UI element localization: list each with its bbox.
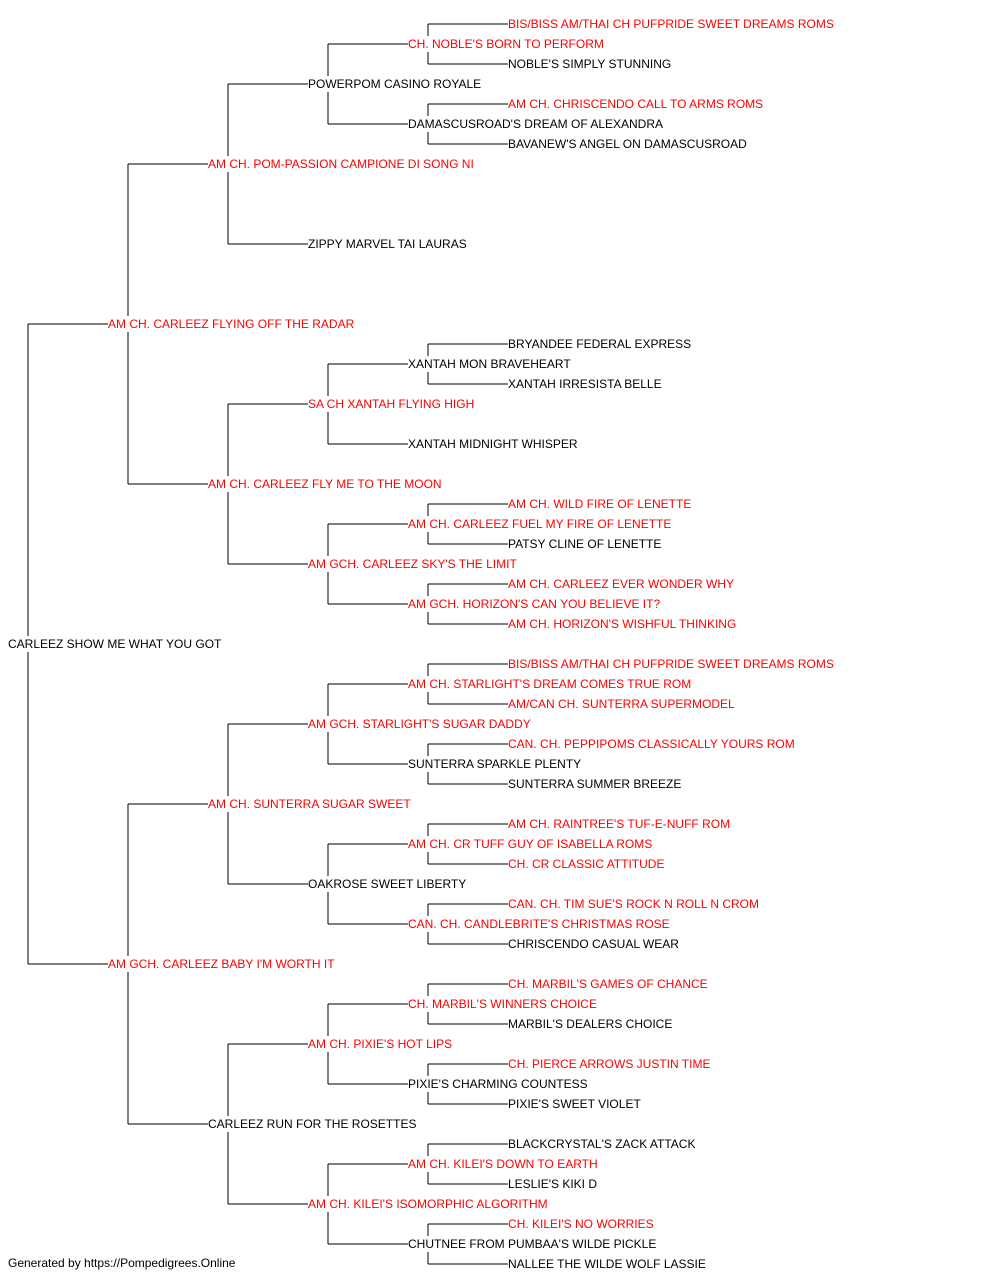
- pedigree-name-gen5: AM CH. HORIZON'S WISHFUL THINKING: [508, 617, 736, 631]
- pedigree-name-gen5: SUNTERRA SUMMER BREEZE: [508, 777, 681, 791]
- pedigree-name-gen5: AM CH. RAINTREE'S TUF-E-NUFF ROM: [508, 817, 730, 831]
- pedigree-name-gen5: CAN. CH. TIM SUE'S ROCK N ROLL N CROM: [508, 897, 759, 911]
- pedigree-name-gen4: XANTAH MIDNIGHT WHISPER: [408, 437, 578, 451]
- pedigree-name-gen4: AM GCH. HORIZON'S CAN YOU BELIEVE IT?: [408, 597, 660, 611]
- pedigree-name-gen5: CHRISCENDO CASUAL WEAR: [508, 937, 679, 951]
- pedigree-name-gen3: AM GCH. CARLEEZ SKY'S THE LIMIT: [308, 557, 517, 571]
- pedigree-name-gen5: CH. CR CLASSIC ATTITUDE: [508, 857, 664, 871]
- pedigree-name-gen4: AM CH. STARLIGHT'S DREAM COMES TRUE ROM: [408, 677, 691, 691]
- pedigree-name-gen5: PATSY CLINE OF LENETTE: [508, 537, 661, 551]
- pedigree-name-gen0: CARLEEZ SHOW ME WHAT YOU GOT: [8, 637, 222, 651]
- pedigree-name-gen4: PIXIE'S CHARMING COUNTESS: [408, 1077, 588, 1091]
- pedigree-name-gen5: CH. PIERCE ARROWS JUSTIN TIME: [508, 1057, 710, 1071]
- pedigree-name-gen5: CH. MARBIL'S GAMES OF CHANCE: [508, 977, 708, 991]
- pedigree-name-gen4: XANTAH MON BRAVEHEART: [408, 357, 571, 371]
- pedigree-name-gen5: BIS/BISS AM/THAI CH PUFPRIDE SWEET DREAM…: [508, 17, 834, 31]
- pedigree-name-gen5: AM CH. CHRISCENDO CALL TO ARMS ROMS: [508, 97, 763, 111]
- pedigree-name-gen1: AM GCH. CARLEEZ BABY I'M WORTH IT: [108, 957, 335, 971]
- pedigree-name-gen5: CH. KILEI'S NO WORRIES: [508, 1217, 654, 1231]
- pedigree-name-gen5: AM CH. CARLEEZ EVER WONDER WHY: [508, 577, 734, 591]
- pedigree-name-gen5: CAN. CH. PEPPIPOMS CLASSICALLY YOURS ROM: [508, 737, 795, 751]
- pedigree-name-gen3: AM CH. PIXIE'S HOT LIPS: [308, 1037, 452, 1051]
- pedigree-name-gen5: NALLEE THE WILDE WOLF LASSIE: [508, 1257, 706, 1271]
- pedigree-name-gen5: NOBLE'S SIMPLY STUNNING: [508, 57, 671, 71]
- pedigree-name-gen4: CH. NOBLE'S BORN TO PERFORM: [408, 37, 604, 51]
- pedigree-name-gen1: AM CH. CARLEEZ FLYING OFF THE RADAR: [108, 317, 355, 331]
- pedigree-name-gen4: SUNTERRA SPARKLE PLENTY: [408, 757, 581, 771]
- pedigree-connectors: [27, 23, 508, 1265]
- pedigree-name-gen5: BLACKCRYSTAL'S ZACK ATTACK: [508, 1137, 695, 1151]
- pedigree-name-gen2: AM CH. SUNTERRA SUGAR SWEET: [208, 797, 411, 811]
- pedigree-name-gen4: DAMASCUSROAD'S DREAM OF ALEXANDRA: [408, 117, 663, 131]
- pedigree-name-gen5: AM/CAN CH. SUNTERRA SUPERMODEL: [508, 697, 735, 711]
- pedigree-name-gen5: XANTAH IRRESISTA BELLE: [508, 377, 662, 391]
- pedigree-name-gen2: AM CH. POM-PASSION CAMPIONE DI SONG NI: [208, 157, 474, 171]
- pedigree-name-gen4: AM CH. CR TUFF GUY OF ISABELLA ROMS: [408, 837, 652, 851]
- pedigree-name-gen5: BAVANEW'S ANGEL ON DAMASCUSROAD: [508, 137, 747, 151]
- footer-credit: Generated by https://Pompedigrees.Online: [8, 1256, 236, 1270]
- pedigree-name-gen5: BIS/BISS AM/THAI CH PUFPRIDE SWEET DREAM…: [508, 657, 834, 671]
- pedigree-name-gen2: AM CH. CARLEEZ FLY ME TO THE MOON: [208, 477, 442, 491]
- pedigree-name-gen5: MARBIL'S DEALERS CHOICE: [508, 1017, 672, 1031]
- pedigree-name-gen4: CAN. CH. CANDLEBRITE'S CHRISTMAS ROSE: [408, 917, 670, 931]
- pedigree-name-gen4: AM CH. KILEI'S DOWN TO EARTH: [408, 1157, 598, 1171]
- pedigree-name-gen4: AM CH. CARLEEZ FUEL MY FIRE OF LENETTE: [408, 517, 671, 531]
- pedigree-name-gen3: AM CH. KILEI'S ISOMORPHIC ALGORITHM: [308, 1197, 548, 1211]
- pedigree-name-gen3: ZIPPY MARVEL TAI LAURAS: [308, 237, 467, 251]
- pedigree-name-gen4: CH. MARBIL'S WINNERS CHOICE: [408, 997, 597, 1011]
- pedigree-name-gen3: OAKROSE SWEET LIBERTY: [308, 877, 466, 891]
- pedigree-name-gen3: AM GCH. STARLIGHT'S SUGAR DADDY: [308, 717, 531, 731]
- pedigree-name-gen4: CHUTNEE FROM PUMBAA'S WILDE PICKLE: [408, 1237, 656, 1251]
- pedigree-name-gen5: LESLIE'S KIKI D: [508, 1177, 597, 1191]
- pedigree-name-gen5: BRYANDEE FEDERAL EXPRESS: [508, 337, 691, 351]
- pedigree-name-gen3: SA CH XANTAH FLYING HIGH: [308, 397, 474, 411]
- pedigree-name-gen5: PIXIE'S SWEET VIOLET: [508, 1097, 641, 1111]
- pedigree-name-gen5: AM CH. WILD FIRE OF LENETTE: [508, 497, 691, 511]
- pedigree-name-gen2: CARLEEZ RUN FOR THE ROSETTES: [208, 1117, 416, 1131]
- pedigree-name-gen3: POWERPOM CASINO ROYALE: [308, 77, 481, 91]
- pedigree-names: CARLEEZ SHOW ME WHAT YOU GOT AM CH. CARLE…: [8, 17, 834, 1271]
